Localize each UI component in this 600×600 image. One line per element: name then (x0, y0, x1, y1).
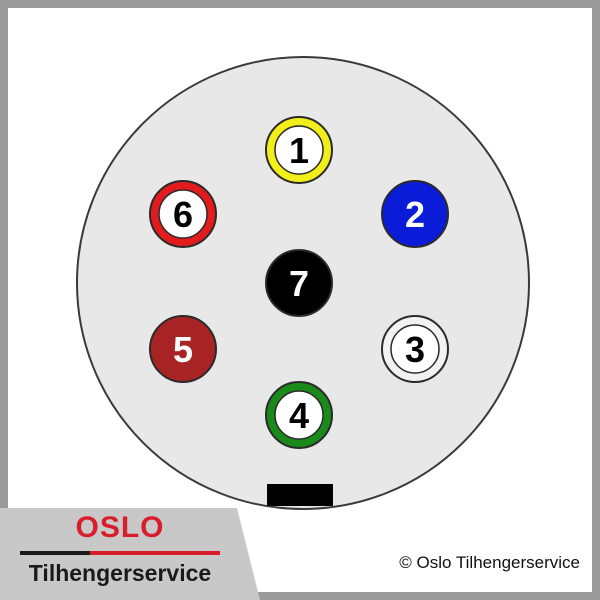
pin-3-core (390, 324, 440, 374)
pin-6-label: 6 (173, 194, 193, 235)
copyright-text: © Oslo Tilhengerservice (399, 553, 580, 572)
socket-key-notch (267, 484, 333, 506)
pin-7-label: 7 (289, 263, 309, 304)
logo-tilhengerservice-text: Tilhengerservice (28, 560, 212, 586)
pin-1-label: 1 (289, 130, 309, 171)
pins-group: 1 2 3 4 5 6 7 (149, 116, 449, 449)
pin-4-label: 4 (289, 395, 309, 436)
pin-3-label: 3 (405, 329, 425, 370)
pin-2-label: 2 (405, 194, 425, 235)
pin-5: 5 (149, 315, 217, 383)
pin-3: 3 (381, 315, 449, 383)
pin-7-core (268, 252, 330, 314)
pin-1: 1 (265, 116, 333, 184)
logo-divider-red (90, 551, 220, 555)
pin-6: 6 (149, 180, 217, 248)
pin-7: 7 (265, 249, 333, 317)
logo-oslo-text: OSLO (75, 511, 165, 544)
pin-4: 4 (265, 381, 333, 449)
pin-5-core (152, 318, 214, 380)
pin-1-core (274, 125, 324, 175)
pin-2: 2 (381, 180, 449, 248)
pin-4-core (274, 390, 324, 440)
logo-divider-dark (20, 551, 90, 555)
pin-5-label: 5 (173, 329, 193, 370)
pin-6-core (158, 189, 208, 239)
logo-divider (20, 551, 220, 555)
logo-panel: OSLO Tilhengerservice © Oslo Tilhengerse… (0, 508, 600, 600)
pin-2-core (384, 183, 446, 245)
